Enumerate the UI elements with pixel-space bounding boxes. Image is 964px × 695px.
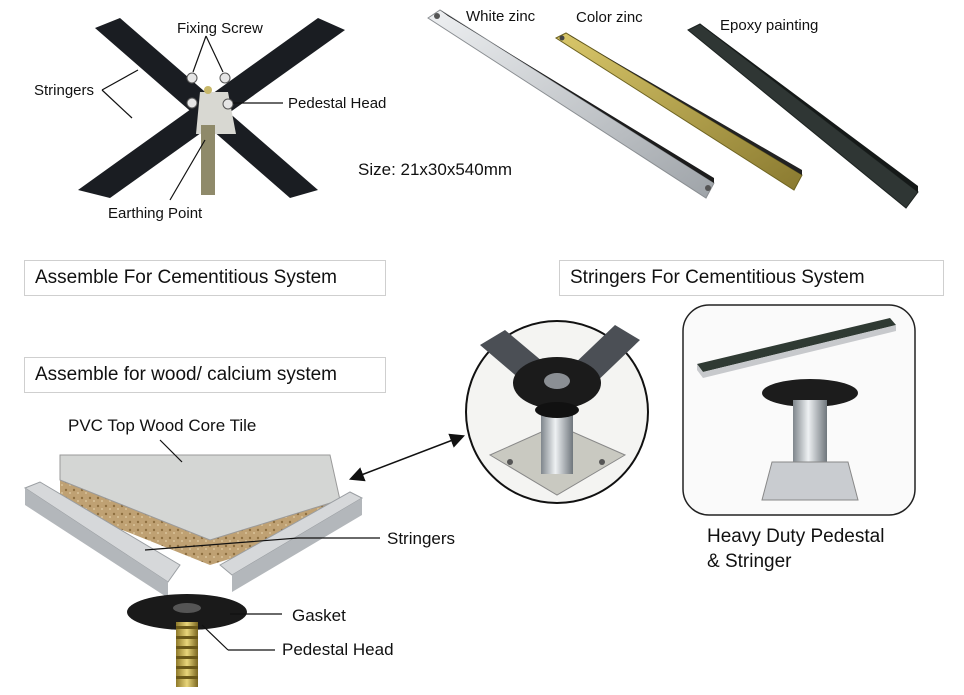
- epoxy-painting-label: Epoxy painting: [720, 17, 819, 34]
- wood-calcium-assemble-heading: Assemble for wood/ calcium system: [24, 357, 386, 393]
- size-label: Size: 21x30x540mm: [358, 160, 513, 179]
- stringers-label-top: Stringers: [34, 82, 95, 99]
- stringer-finishes-image: [427, 9, 919, 209]
- white-zinc-label: White zinc: [466, 8, 536, 25]
- heavy-duty-caption-line1: Heavy Duty Pedestal: [707, 526, 885, 547]
- stringers-label-bottom: Stringers: [387, 529, 456, 548]
- pvc-wood-tile-label: PVC Top Wood Core Tile: [68, 416, 257, 435]
- pedestal-head-label-bottom: Pedestal Head: [282, 640, 394, 659]
- heavy-duty-caption-line2: & Stringer: [707, 551, 792, 572]
- color-zinc-label: Color zinc: [576, 9, 643, 26]
- pedestal-head-label-top: Pedestal Head: [288, 95, 387, 112]
- heavy-duty-pedestal-image: [682, 304, 916, 516]
- cementitious-stringers-heading: Stringers For Cementitious System: [559, 260, 944, 296]
- gasket-label: Gasket: [292, 606, 346, 625]
- heavy-duty-caption: Heavy Duty Pedestal & Stringer: [707, 524, 884, 574]
- earthing-point-label: Earthing Point: [108, 205, 203, 222]
- pedestal-closeup-image: [465, 320, 649, 504]
- gasket-pedestal-head-image: [127, 594, 247, 687]
- black-stringer-cross-image: [75, 14, 347, 201]
- silver-stringers-image: [23, 481, 364, 598]
- fixing-screw-label: Fixing Screw: [177, 20, 263, 37]
- cementitious-assemble-heading: Assemble For Cementitious System: [24, 260, 386, 296]
